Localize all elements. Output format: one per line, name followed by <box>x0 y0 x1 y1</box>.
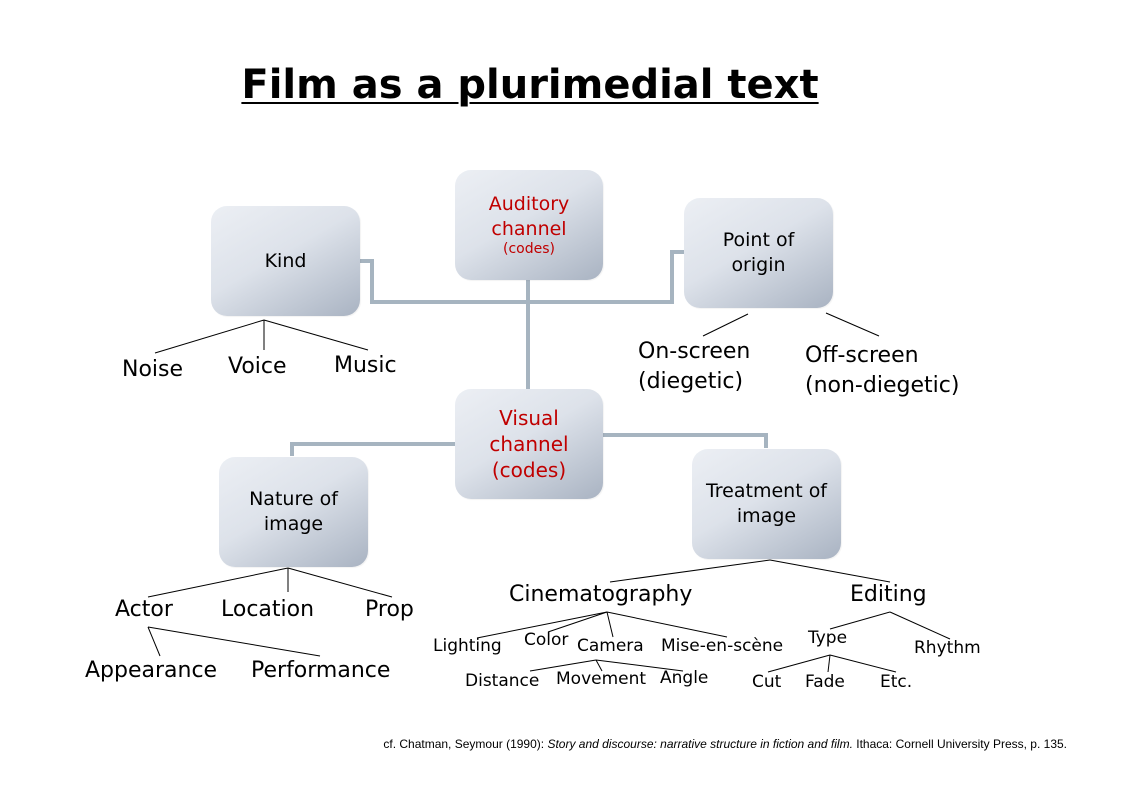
label-noise: Noise <box>122 357 184 382</box>
visual-line2: channel <box>489 432 569 456</box>
label-angle: Angle <box>660 668 709 688</box>
connector-treatment <box>603 433 768 448</box>
label-distance: Distance <box>465 671 540 691</box>
auditory-channel-box: Auditory channel (codes) <box>455 170 603 280</box>
citation: cf. Chatman, Seymour (1990): Story and d… <box>383 737 1067 751</box>
label-music: Music <box>334 353 397 378</box>
nature-of-image-box: Nature of image <box>219 457 368 567</box>
kind-label: Kind <box>264 249 307 272</box>
label-cinematography: Cinematography <box>509 582 693 607</box>
visual-channel-box: Visual channel (codes) <box>455 389 603 499</box>
label-performance: Performance <box>251 658 391 683</box>
label-fade: Fade <box>805 672 845 692</box>
citation-work: Story and discourse: narrative structure… <box>547 737 853 751</box>
visual-line3: (codes) <box>491 458 567 482</box>
kind-box: Kind <box>211 206 360 316</box>
label-camera: Camera <box>577 636 644 656</box>
label-lighting: Lighting <box>433 636 502 656</box>
nature-line2: image <box>263 513 324 535</box>
label-appearance: Appearance <box>85 658 218 683</box>
connector-nature <box>290 442 455 456</box>
label-etc: Etc. <box>880 672 913 692</box>
label-mise-en-scene: Mise-en-scène <box>661 636 784 656</box>
page-title: Film as a plurimedial text <box>241 62 819 108</box>
label-location: Location <box>221 597 315 622</box>
point-of-origin-line2: origin <box>731 254 786 276</box>
label-movement: Movement <box>556 669 647 689</box>
connector-point-of-origin <box>528 250 684 304</box>
auditory-line1: Auditory <box>488 192 570 215</box>
citation-prefix: cf. Chatman, Seymour (1990): <box>383 737 548 751</box>
label-prop: Prop <box>365 597 414 622</box>
label-color: Color <box>524 630 569 650</box>
treatment-line1: Treatment of <box>705 480 828 503</box>
label-editing: Editing <box>850 582 927 607</box>
visual-line1: Visual <box>499 406 559 430</box>
point-of-origin-line1: Point of <box>722 229 795 252</box>
label-actor: Actor <box>115 597 173 622</box>
auditory-line3: (codes) <box>503 241 555 258</box>
connector-kind <box>360 259 528 304</box>
point-of-origin-box: Point of origin <box>684 198 833 308</box>
nature-line1: Nature of <box>249 488 338 511</box>
label-rhythm: Rhythm <box>914 638 981 658</box>
auditory-line2: channel <box>491 217 567 240</box>
label-off-screen: Off-screen (non-diegetic) <box>805 343 960 398</box>
label-voice: Voice <box>228 354 287 379</box>
label-cut: Cut <box>752 672 782 692</box>
label-type: Type <box>808 628 848 648</box>
treatment-line2: image <box>736 505 797 527</box>
citation-suffix: Ithaca: Cornell University Press, p. 135… <box>852 737 1067 751</box>
label-on-screen: On-screen (diegetic) <box>638 339 751 394</box>
treatment-of-image-box: Treatment of image <box>692 449 841 559</box>
